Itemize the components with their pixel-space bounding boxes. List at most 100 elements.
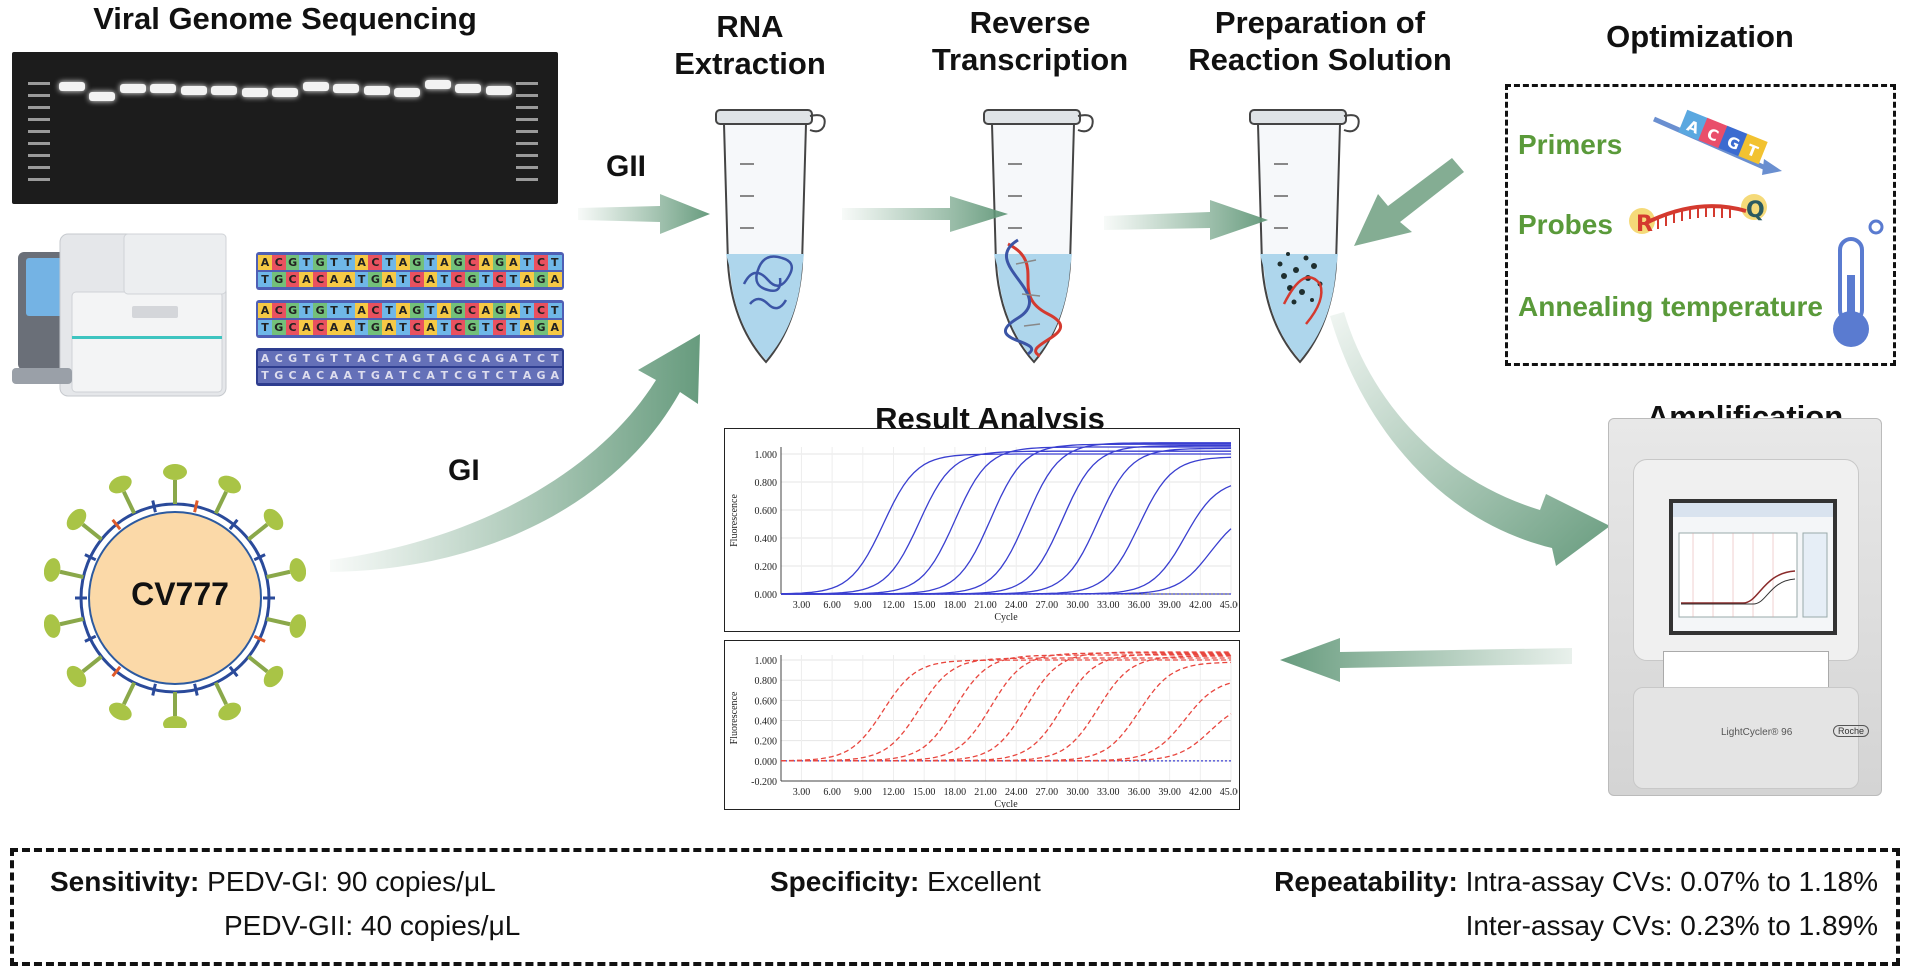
dna-base: C bbox=[492, 368, 507, 383]
x-tick-label: 30.00 bbox=[1066, 787, 1089, 798]
dna-base: T bbox=[299, 303, 314, 318]
device-brand: LightCycler® 96 bbox=[1721, 727, 1793, 738]
rna-extraction-text: RNA Extraction bbox=[674, 9, 826, 82]
repeatability-row: Repeatability: Intra-assay CVs: 0.07% to… bbox=[1274, 866, 1878, 898]
optimization-box: Primers Probes Annealing temperature A C… bbox=[1505, 84, 1896, 366]
amplification-curve bbox=[781, 443, 1231, 595]
dna-base: T bbox=[340, 255, 355, 270]
annealing-temperature-label: Annealing temperature bbox=[1518, 291, 1823, 322]
dna-base: A bbox=[396, 351, 410, 366]
dna-base: G bbox=[313, 303, 328, 318]
dna-base: T bbox=[396, 272, 410, 287]
gel-electrophoresis-image bbox=[12, 52, 558, 204]
y-axis-label: Fluorescence bbox=[729, 494, 740, 547]
dna-base: G bbox=[492, 255, 507, 270]
dna-base: G bbox=[492, 351, 507, 366]
x-tick-label: 42.00 bbox=[1189, 600, 1212, 611]
x-tick-label: 33.00 bbox=[1097, 600, 1120, 611]
dna-base: G bbox=[451, 303, 466, 318]
dna-base: G bbox=[271, 368, 286, 383]
gel-band bbox=[455, 84, 481, 93]
virus-spike bbox=[266, 616, 291, 627]
probe-icon: R Q bbox=[1629, 194, 1767, 237]
virus-spike-head bbox=[108, 475, 132, 494]
dna-base: C bbox=[368, 351, 383, 366]
dna-base: G bbox=[409, 255, 424, 270]
dna-base: T bbox=[506, 320, 521, 335]
dna-base: T bbox=[396, 368, 410, 383]
x-tick-label: 6.00 bbox=[823, 787, 841, 798]
reverse-transcription-text: Reverse Transcription bbox=[931, 5, 1129, 78]
dna-base: C bbox=[492, 320, 507, 335]
dna-base: G bbox=[465, 368, 479, 383]
virus-spike-head bbox=[163, 464, 187, 480]
dna-base: A bbox=[437, 351, 452, 366]
dna-base: T bbox=[299, 351, 314, 366]
preparation-text: Preparation of Reaction Solution bbox=[1188, 5, 1452, 78]
dna-base: C bbox=[409, 320, 424, 335]
reaction-solution-tube-icon bbox=[1249, 109, 1360, 364]
dna-base: T bbox=[327, 351, 341, 366]
sensitivity-gii-value: PEDV-GII: 40 copies/μL bbox=[224, 910, 521, 941]
virus-spike bbox=[266, 569, 291, 580]
gel-ladder-band bbox=[28, 82, 50, 85]
probe-letter-r: R bbox=[1636, 212, 1653, 237]
dna-base: T bbox=[547, 255, 562, 270]
y-tick-label: 0.000 bbox=[755, 757, 778, 768]
dna-base: T bbox=[478, 272, 493, 287]
amplification-curve bbox=[781, 653, 1231, 762]
dna-base: G bbox=[465, 272, 479, 287]
amplification-curve bbox=[781, 528, 1232, 595]
virus-membrane-protein bbox=[84, 553, 97, 562]
specificity-value: Excellent bbox=[927, 866, 1041, 897]
x-tick-label: 21.00 bbox=[974, 787, 997, 798]
amplification-curve bbox=[781, 485, 1232, 595]
x-tick-label: 27.00 bbox=[1036, 787, 1059, 798]
gel-ladder-band bbox=[28, 178, 50, 181]
dna-base: A bbox=[423, 272, 438, 287]
dna-base: T bbox=[520, 255, 535, 270]
device-screen bbox=[1669, 499, 1837, 635]
dna-base: G bbox=[368, 320, 383, 335]
amplification-curve bbox=[781, 442, 1231, 595]
x-tick-label: 18.00 bbox=[944, 600, 967, 611]
amplification-curve bbox=[781, 456, 1232, 595]
gel-band bbox=[424, 80, 451, 89]
gel-ladder-band bbox=[516, 178, 538, 181]
dna-base: T bbox=[382, 303, 397, 318]
gel-band bbox=[485, 86, 512, 95]
dna-base: A bbox=[382, 272, 397, 287]
lightcycler-device: LightCycler® 96 Roche bbox=[1608, 418, 1882, 796]
x-tick-label: 39.00 bbox=[1158, 600, 1181, 611]
x-tick-label: 9.00 bbox=[854, 787, 872, 798]
dna-base: T bbox=[340, 303, 355, 318]
virus-spike bbox=[59, 569, 84, 580]
x-tick-label: 12.00 bbox=[882, 600, 905, 611]
dna-base: C bbox=[534, 255, 548, 270]
y-tick-label: 1.000 bbox=[755, 656, 778, 667]
gel-band bbox=[394, 88, 420, 97]
dna-base: C bbox=[313, 368, 328, 383]
dna-base: C bbox=[534, 351, 548, 366]
dna-base: G bbox=[409, 351, 424, 366]
repeatability-label: Repeatability: bbox=[1274, 866, 1458, 897]
dna-base: A bbox=[437, 303, 452, 318]
virus-membrane-protein bbox=[151, 500, 157, 513]
dna-base: G bbox=[534, 368, 548, 383]
dna-base: C bbox=[465, 303, 479, 318]
y-tick-label: 0.400 bbox=[755, 717, 778, 728]
amplification-curve bbox=[781, 682, 1232, 762]
y-tick-label: 0.600 bbox=[755, 506, 778, 517]
dna-base: T bbox=[547, 351, 562, 366]
gel-ladder-band bbox=[28, 106, 50, 109]
dna-base: A bbox=[299, 272, 314, 287]
dna-base: C bbox=[465, 351, 479, 366]
y-tick-label: 0.600 bbox=[755, 696, 778, 707]
dna-base: T bbox=[423, 351, 438, 366]
dna-base: G bbox=[534, 272, 548, 287]
dna-base: A bbox=[327, 320, 341, 335]
amplification-curve bbox=[781, 444, 1231, 595]
virus-membrane-protein bbox=[193, 683, 199, 696]
amplification-curve bbox=[781, 713, 1232, 762]
